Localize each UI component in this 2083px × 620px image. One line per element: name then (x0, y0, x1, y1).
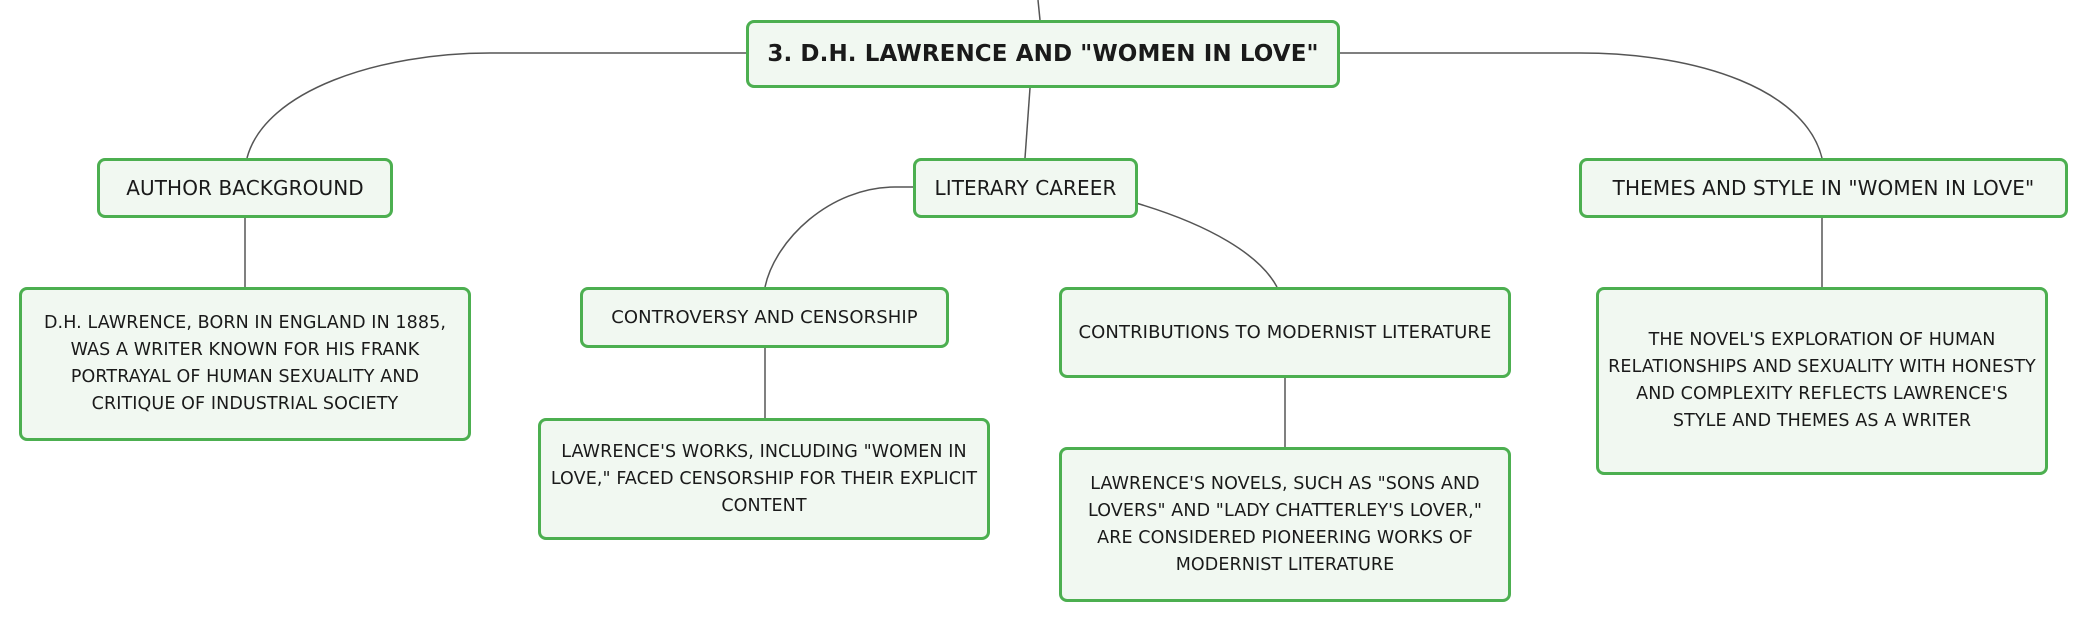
themes-style-detail-node[interactable]: THE NOVEL'S EXPLORATION OF HUMAN RELATIO… (1596, 287, 2048, 475)
root-node[interactable]: 3. D.H. LAWRENCE AND "WOMEN IN LOVE" (746, 20, 1340, 88)
connector-root-to-literary-career (1024, 87, 1031, 159)
connector-root-to-author-background (246, 52, 746, 159)
connector-root-to-themes-style (1340, 52, 1823, 159)
literary-career-label: LITERARY CAREER (934, 176, 1117, 200)
connector-literary-career-to-contributions (1135, 202, 1278, 288)
controversy-detail-text: LAWRENCE'S WORKS, INCLUDING "WOMEN IN LO… (550, 441, 978, 516)
controversy-detail-node[interactable]: LAWRENCE'S WORKS, INCLUDING "WOMEN IN LO… (538, 418, 990, 540)
contributions-label: CONTRIBUTIONS TO MODERNIST LITERATURE (1078, 322, 1492, 343)
controversy-node[interactable]: CONTROVERSY AND CENSORSHIP (580, 287, 949, 348)
themes-style-label: THEMES AND STYLE IN "WOMEN IN LOVE" (1612, 176, 2035, 200)
connector-parent-to-root (1037, 0, 1041, 21)
contributions-detail-node[interactable]: LAWRENCE'S NOVELS, SUCH AS "SONS AND LOV… (1059, 447, 1511, 602)
root-node-label: 3. D.H. LAWRENCE AND "WOMEN IN LOVE" (767, 41, 1319, 67)
contributions-detail-text: LAWRENCE'S NOVELS, SUCH AS "SONS AND LOV… (1088, 473, 1482, 575)
controversy-label: CONTROVERSY AND CENSORSHIP (611, 307, 918, 328)
author-background-detail-text: D.H. LAWRENCE, BORN IN ENGLAND IN 1885, … (43, 313, 447, 414)
themes-style-detail-text: THE NOVEL'S EXPLORATION OF HUMAN RELATIO… (1608, 330, 2036, 431)
author-background-node[interactable]: AUTHOR BACKGROUND (97, 158, 393, 218)
literary-career-node[interactable]: LITERARY CAREER (913, 158, 1138, 218)
author-background-detail-node[interactable]: D.H. LAWRENCE, BORN IN ENGLAND IN 1885, … (19, 287, 471, 441)
themes-style-node[interactable]: THEMES AND STYLE IN "WOMEN IN LOVE" (1579, 158, 2068, 218)
contributions-node[interactable]: CONTRIBUTIONS TO MODERNIST LITERATURE (1059, 287, 1511, 378)
connector-literary-career-to-controversy (764, 186, 913, 288)
author-background-label: AUTHOR BACKGROUND (126, 176, 364, 200)
